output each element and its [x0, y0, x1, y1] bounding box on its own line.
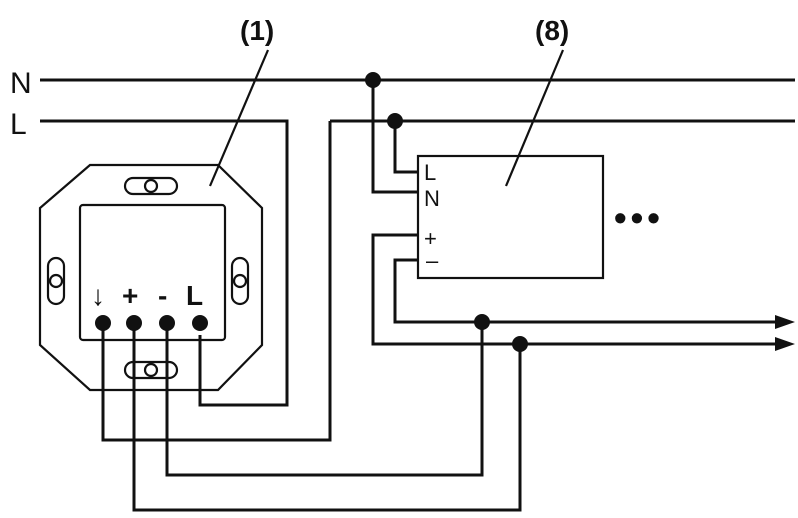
switch-terminal-live-label: L	[186, 280, 203, 311]
switch-terminal-down-label: ↓	[91, 280, 105, 311]
supply-terminal-plus-label: +	[424, 226, 437, 251]
leader-line-supply	[504, 49, 565, 187]
left-mounting-hole	[48, 273, 64, 289]
switch-terminal-plus	[126, 315, 142, 331]
device-switch-reference: (1)	[240, 15, 274, 46]
supply-neutral-wire	[371, 80, 418, 194]
switch-insert	[78, 203, 227, 342]
switch-terminal-live	[192, 315, 208, 331]
switch-terminal-minus-label: -	[158, 280, 167, 311]
right-mounting-hole	[232, 273, 248, 289]
wire-minus-terminal	[165, 322, 484, 477]
bottom-mounting-hole	[143, 362, 159, 378]
left-mounting-slot	[46, 256, 66, 306]
supply-terminal-live-label: L	[424, 160, 436, 185]
supply-plus-wire	[371, 233, 780, 346]
continuation-ellipsis: •••	[614, 197, 664, 238]
junction-plus-output	[512, 336, 528, 352]
switch-terminal-down	[95, 315, 111, 331]
bottom-mounting-slot	[123, 360, 179, 380]
junction-minus-output	[474, 314, 490, 330]
leader-line-switch	[208, 49, 270, 187]
output-arrow-lower	[775, 337, 795, 351]
switch-terminal-plus-label: +	[122, 280, 138, 311]
device-supply-reference: (8)	[535, 15, 569, 46]
top-mounting-slot	[123, 176, 179, 196]
neutral-label: N	[10, 67, 32, 100]
supply-terminal-minus-label: –	[426, 248, 439, 273]
junction-live	[387, 113, 403, 129]
switch-device	[38, 163, 264, 392]
switch-terminal-minus	[159, 315, 175, 331]
wire-plus-terminal	[132, 325, 522, 512]
supply-minus-wire	[393, 258, 780, 324]
wire-down-terminal	[101, 121, 332, 442]
top-mounting-hole	[143, 178, 159, 194]
right-mounting-slot	[230, 256, 250, 306]
live-label: L	[10, 108, 27, 141]
supply-live-wire	[393, 121, 418, 174]
live-line	[40, 119, 289, 407]
supply-device-box	[416, 154, 605, 280]
supply-terminal-neutral-label: N	[424, 186, 440, 211]
output-arrow-upper	[775, 315, 795, 329]
junction-neutral	[365, 72, 381, 88]
switch-frame	[38, 163, 264, 392]
